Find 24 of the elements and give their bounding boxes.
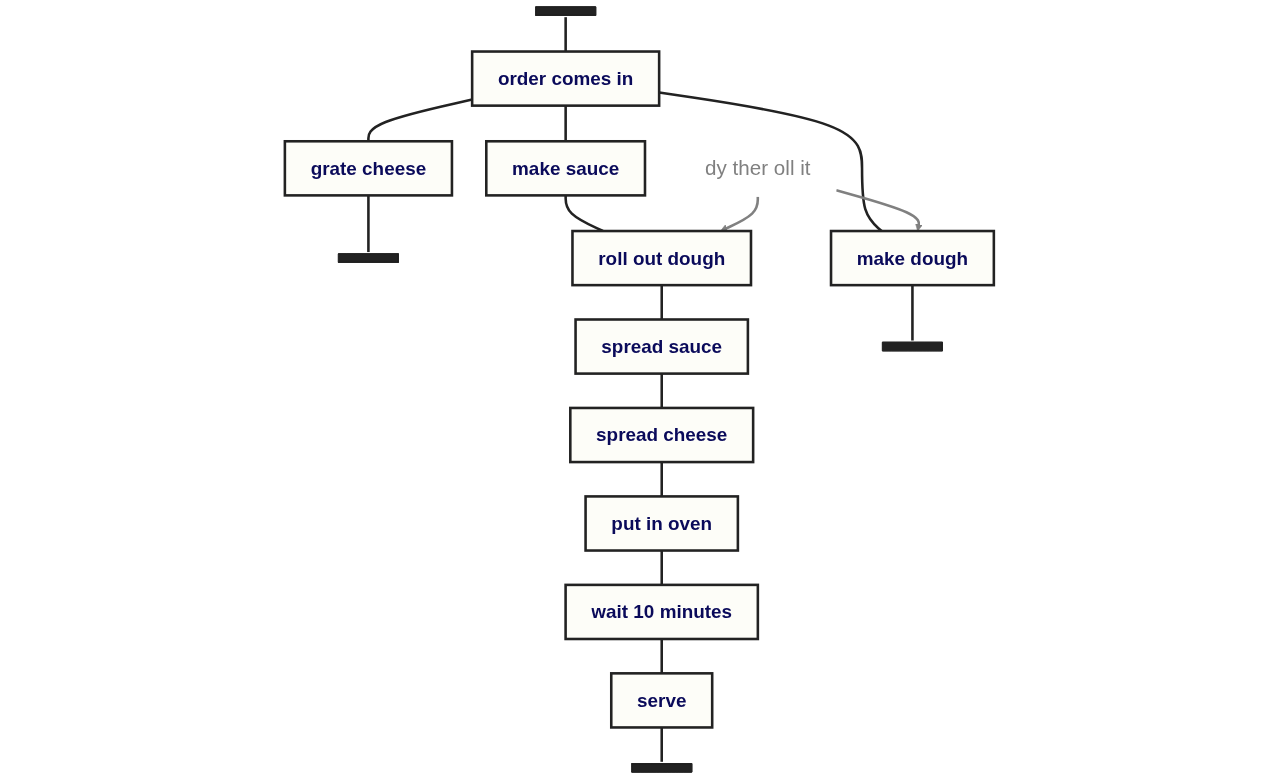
node-box: spread cheese <box>568 406 755 464</box>
connector <box>660 462 663 497</box>
node-text: dy ther oll it <box>704 156 811 180</box>
arrow <box>719 196 759 232</box>
node-box: spread sauce <box>573 318 749 375</box>
node-box: put in oven <box>583 495 739 552</box>
connector <box>910 285 914 341</box>
connector <box>366 195 370 253</box>
connector <box>660 550 663 585</box>
node-box: grate cheese <box>283 140 453 197</box>
node-box: make dough <box>829 229 995 287</box>
node-box: roll out dough <box>570 229 752 287</box>
connector <box>660 373 663 408</box>
connector <box>660 639 663 674</box>
node-box: serve <box>609 672 714 729</box>
connector <box>564 105 567 142</box>
connector <box>660 285 663 320</box>
node-box: make sauce <box>484 140 646 197</box>
connector <box>658 91 883 232</box>
node-box: wait 10 minutes <box>563 583 759 641</box>
arrow <box>835 188 923 232</box>
node-box: order comes in <box>470 50 661 107</box>
connector <box>660 727 663 762</box>
connector <box>564 17 567 52</box>
